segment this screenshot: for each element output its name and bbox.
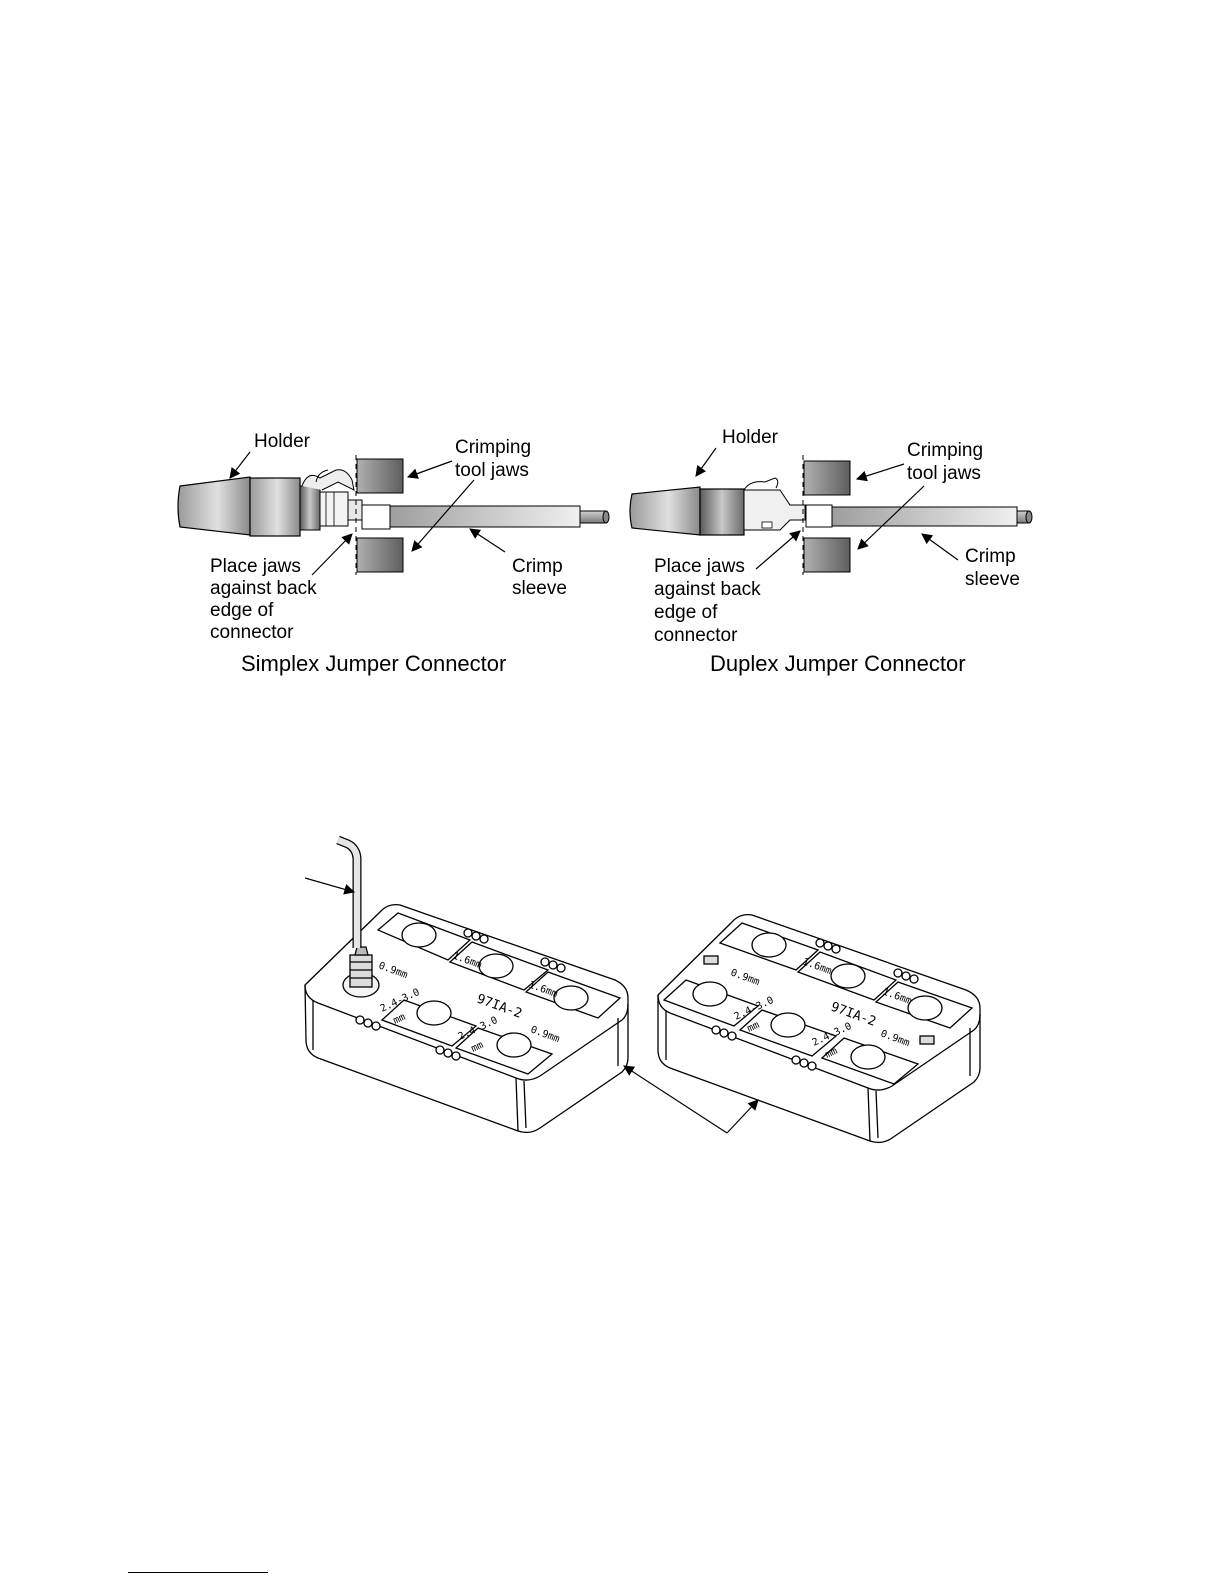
fixture-left-unit-label-2: mm bbox=[470, 1040, 486, 1055]
duplex-jaws-label-line2: tool jaws bbox=[907, 463, 981, 484]
simplex-place-label-line2: against back bbox=[210, 578, 317, 599]
simplex-jaws-label-line1: Crimping bbox=[455, 437, 531, 458]
duplex-jaws-arrow-upper bbox=[855, 463, 905, 482]
simplex-jaws-label-line2: tool jaws bbox=[455, 460, 529, 481]
duplex-caption: Duplex Jumper Connector bbox=[710, 651, 966, 676]
duplex-jaws-label-line1: Crimping bbox=[907, 440, 983, 461]
fixture-left-cable bbox=[304, 835, 362, 948]
duplex-crimp-sleeve bbox=[805, 504, 1018, 528]
simplex-lower-jaw bbox=[356, 537, 404, 573]
fixture-block-right bbox=[657, 914, 981, 1144]
simplex-place-label-line4: connector bbox=[210, 622, 294, 643]
footnote-rule bbox=[128, 1572, 268, 1573]
simplex-place-arrow bbox=[311, 533, 353, 576]
duplex-place-arrow bbox=[755, 530, 801, 570]
duplex-place-label-line3: edge of bbox=[654, 602, 718, 623]
simplex-crimp-sleeve bbox=[361, 504, 581, 530]
duplex-holder bbox=[629, 486, 745, 536]
simplex-upper-jaw bbox=[356, 458, 404, 494]
duplex-upper-jaw bbox=[803, 460, 851, 496]
fixture-left-unit-label: mm bbox=[392, 1012, 408, 1027]
simplex-holder-arrow bbox=[229, 451, 251, 479]
simplex-jaws-arrow-lower bbox=[411, 479, 475, 552]
duplex-connector-body bbox=[743, 477, 806, 531]
simplex-crimp-label-line2: sleeve bbox=[512, 578, 567, 599]
duplex-connector-figure: Holder Crimping tool jaws Place jaws aga… bbox=[629, 427, 1033, 676]
duplex-crimp-label-line2: sleeve bbox=[965, 569, 1020, 590]
simplex-place-label-line1: Place jaws bbox=[210, 556, 301, 577]
simplex-connector-figure: Holder Crimping tool jaws Place jaws aga… bbox=[177, 431, 610, 676]
duplex-place-label-line4: connector bbox=[654, 625, 738, 646]
fixture-right-unit-label: mm bbox=[746, 1020, 762, 1035]
simplex-holder-label: Holder bbox=[254, 431, 311, 452]
duplex-cable bbox=[1016, 510, 1033, 524]
duplex-crimp-label-line1: Crimp bbox=[965, 546, 1016, 567]
fixture-block-left bbox=[304, 904, 629, 1134]
fixture-right-unit-label-2: mm bbox=[824, 1046, 840, 1061]
simplex-crimp-label-line1: Crimp bbox=[512, 556, 563, 577]
duplex-crimp-arrow bbox=[921, 533, 959, 561]
simplex-cable bbox=[579, 510, 610, 524]
duplex-holder-label: Holder bbox=[722, 427, 779, 448]
duplex-jaws-arrow-lower bbox=[857, 485, 925, 550]
simplex-jaws-arrow-upper bbox=[406, 460, 453, 479]
simplex-crimp-arrow bbox=[469, 528, 506, 553]
simplex-holder bbox=[177, 476, 301, 537]
duplex-place-label-line2: against back bbox=[654, 579, 761, 600]
fixture-pointer-arrows bbox=[623, 1065, 759, 1134]
duplex-holder-arrow bbox=[695, 447, 717, 477]
duplex-place-label-line1: Place jaws bbox=[654, 556, 745, 577]
simplex-caption: Simplex Jumper Connector bbox=[241, 651, 506, 676]
simplex-connector-body bbox=[299, 469, 363, 531]
simplex-place-label-line3: edge of bbox=[210, 600, 274, 621]
duplex-lower-jaw bbox=[803, 537, 851, 573]
